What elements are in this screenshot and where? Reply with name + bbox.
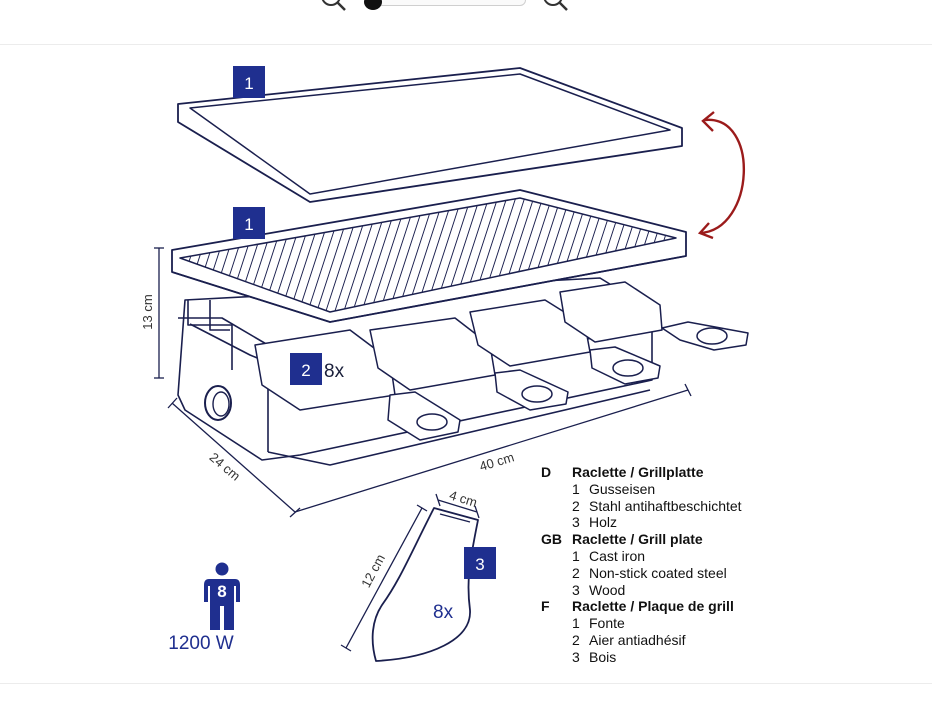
- legend-fr-header: F Raclette / Plaque de grill: [541, 598, 801, 615]
- dimension-lines: [154, 247, 692, 518]
- badge-plate-grill: 1: [233, 207, 265, 239]
- raclette-pans: [254, 281, 749, 441]
- grill-plate: [171, 189, 687, 323]
- spatula-length-label: 12 cm: [358, 552, 388, 590]
- legend-title: Raclette / Grillplatte: [572, 464, 704, 480]
- zoom-slider-track[interactable]: [366, 0, 526, 6]
- zoom-toolbar: [0, 0, 932, 45]
- depth-dim-label: 24 cm: [207, 449, 244, 483]
- persons-count: 8: [217, 582, 226, 601]
- svg-text:1: 1: [244, 74, 253, 93]
- badge-plate-top: 1: [233, 66, 265, 98]
- bottom-divider: [0, 683, 932, 684]
- stone-plate: [177, 67, 683, 203]
- temperature-knob: [204, 385, 232, 421]
- pan-count-label: 8x: [324, 361, 345, 382]
- spatula-count-label: 8x: [433, 602, 454, 623]
- legend-lang-code: F: [541, 598, 550, 615]
- legend-gb-header: GB Raclette / Grill plate: [541, 531, 801, 548]
- legend-title: Raclette / Plaque de grill: [572, 598, 734, 615]
- product-diagram: 13 cm 24 cm 40 cm 12 cm 4 cm 8x 1 1 2 8x…: [140, 66, 749, 662]
- badge-pan: 2: [290, 353, 322, 385]
- legend-lang-code: GB: [541, 531, 562, 548]
- svg-text:1: 1: [244, 215, 253, 234]
- power-label: 1200 W: [168, 633, 234, 654]
- person-icon: [204, 562, 240, 630]
- zoom-out-icon[interactable]: [318, 0, 348, 16]
- svg-text:2: 2: [301, 361, 310, 380]
- svg-text:3: 3: [475, 555, 484, 574]
- zoom-slider-thumb[interactable]: [364, 0, 382, 10]
- zoom-in-icon[interactable]: [540, 0, 570, 16]
- legend-de-header: D Raclette / Grillplatte: [541, 464, 801, 481]
- legend-title: Raclette / Grill plate: [572, 531, 703, 548]
- height-dim-label: 13 cm: [140, 294, 155, 329]
- spatula-width-label: 4 cm: [448, 487, 479, 510]
- spatula: [340, 493, 480, 662]
- flip-arrow-icon: [697, 111, 745, 240]
- badge-spatula: 3: [464, 547, 496, 579]
- legend-lang-code: D: [541, 464, 552, 480]
